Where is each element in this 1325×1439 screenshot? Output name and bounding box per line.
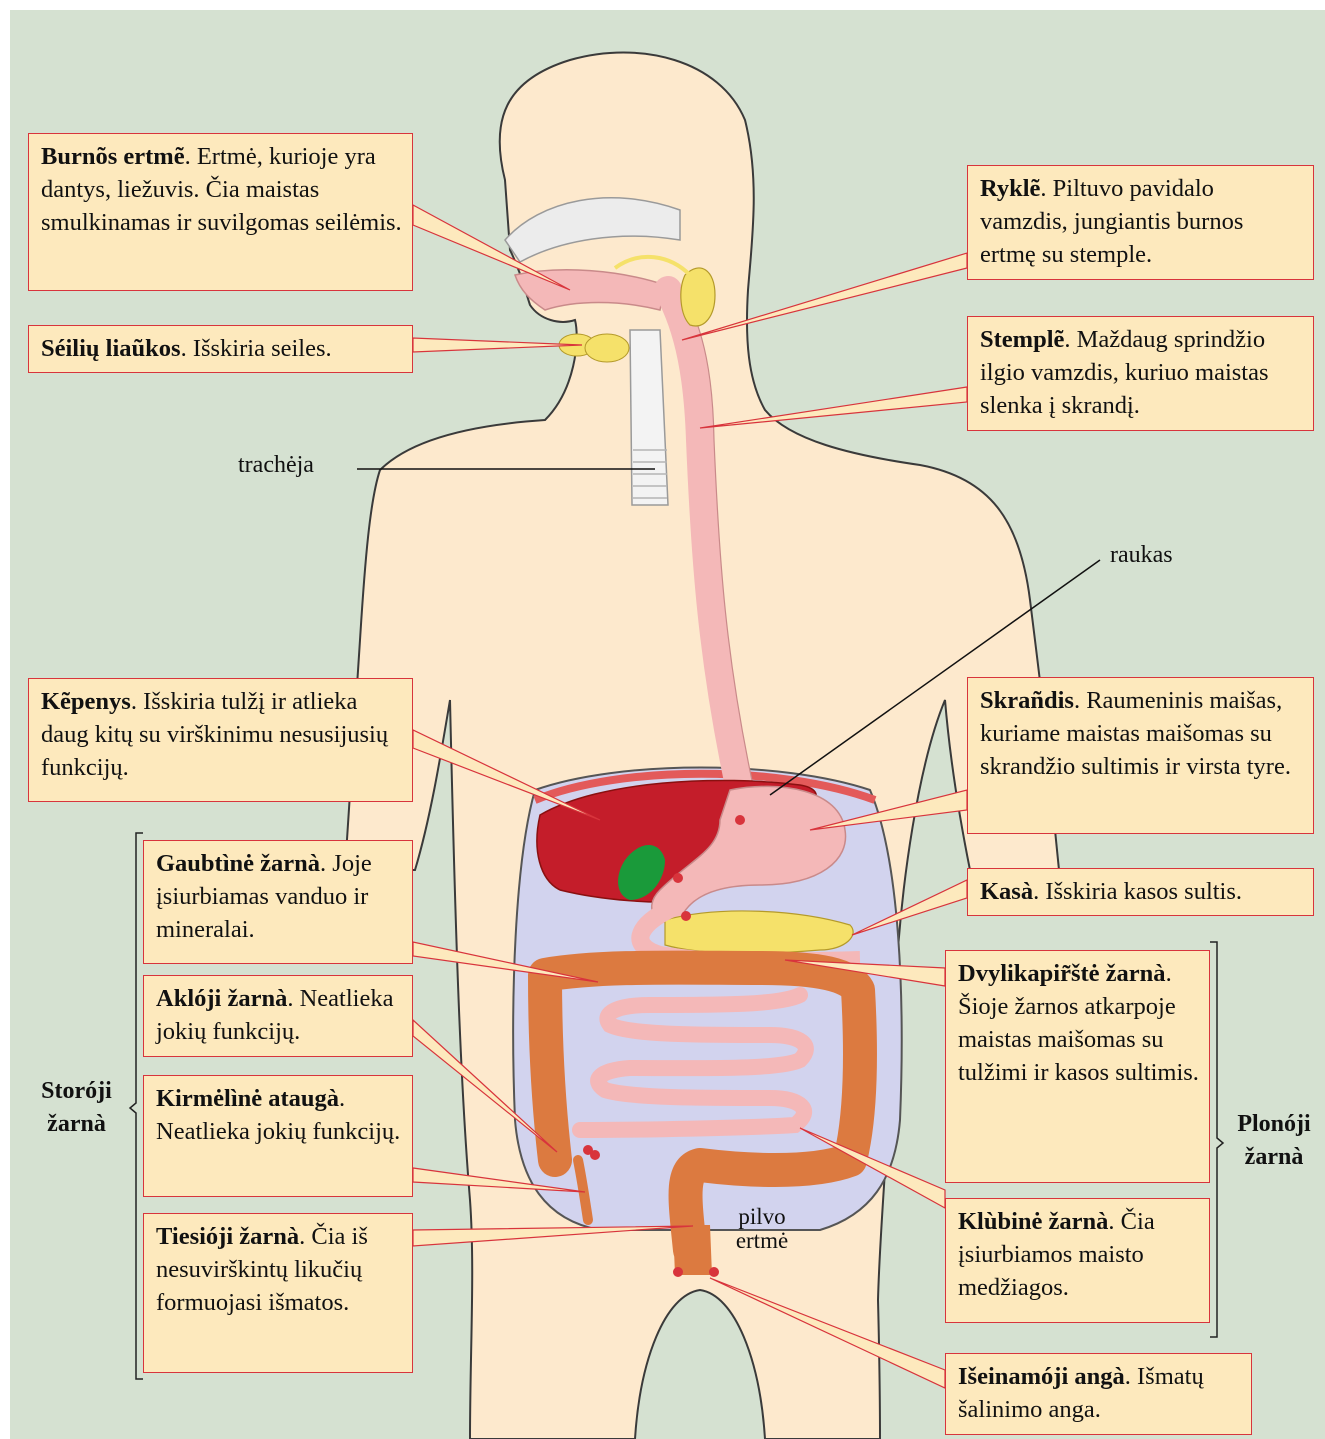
box-gaubtine-zarna: Gaubtìnė žarnà. Joje įsiurbiamas vanduo … xyxy=(143,840,413,964)
box-iseinamoji-anga: Išeinamóji angà. Išmatų šalinimo anga. xyxy=(945,1353,1252,1435)
term-kirmeline-atauga: Kirmėlìnė ataugà xyxy=(156,1085,339,1112)
term-skrandis: Skrañdis xyxy=(980,687,1074,714)
term-stemple: Stemplẽ xyxy=(980,326,1064,353)
box-kasa: Kasà. Išskiria kasos sultis. xyxy=(967,868,1314,916)
box-stemple: Stemplẽ. Maždaug sprindžio ilgio vamzdis… xyxy=(967,316,1314,431)
term-kasa: Kasà xyxy=(980,878,1033,905)
term-rykle: Ryklẽ xyxy=(980,175,1040,202)
term-iseinamoji-anga: Išeinamóji angà xyxy=(958,1363,1125,1390)
label-tracheja: trachėja xyxy=(238,451,314,479)
small-intestine-bracket xyxy=(1210,942,1223,1337)
box-dvylikapirste-zarna: Dvylikapir̃štė žarnà. Šioje žarnos atkar… xyxy=(945,950,1210,1183)
box-kepenys: Kẽpenys. Išskiria tulžį ir atlieka daug … xyxy=(28,678,413,802)
desc-kasa: . Išskiria kasos sultis. xyxy=(1033,878,1242,905)
salivary-gland-2 xyxy=(585,334,629,362)
box-seiliu-liaukos: Séilių liaũkos. Išskiria seiles. xyxy=(28,325,413,373)
term-akloji-zarna: Aklóji žarnà xyxy=(156,985,287,1012)
group-storoji-zarna: Storóji žarnà xyxy=(24,1075,129,1141)
box-klubine-zarna: Klùbinė žarnà. Čia įsiurbiamos maisto me… xyxy=(945,1198,1210,1323)
label-raukas: raukas xyxy=(1110,541,1173,569)
box-tiesioji-zarna: Tiesióji žarnà. Čia iš nesuvirškintų lik… xyxy=(143,1213,413,1373)
box-kirmeline-atauga: Kirmėlìnė ataugà. Neatlieka jokių funkci… xyxy=(143,1075,413,1197)
box-akloji-zarna: Aklóji žarnà. Neatlieka jokių funkcijų. xyxy=(143,975,413,1057)
large-intestine-bracket xyxy=(130,833,143,1379)
term-seiliu-liaukos: Séilių liaũkos xyxy=(41,335,181,362)
term-tiesioji-zarna: Tiesióji žarnà xyxy=(156,1223,299,1250)
term-gaubtine-zarna: Gaubtìnė žarnà xyxy=(156,850,320,877)
term-burnos-ertme: Burnõs ertmẽ xyxy=(41,143,185,170)
term-kepenys: Kẽpenys xyxy=(41,688,131,715)
desc-seiliu-liaukos: . Išskiria seiles. xyxy=(181,335,332,362)
box-rykle: Ryklẽ. Piltuvo pavidalo vamzdis, jungian… xyxy=(967,165,1314,280)
term-dvylikapirste-zarna: Dvylikapir̃štė žarnà xyxy=(958,960,1166,987)
parotid-gland xyxy=(681,268,715,326)
box-burnos-ertme: Burnõs ertmẽ. Ertmė, kurioje yra dantys,… xyxy=(28,133,413,291)
box-skrandis: Skrañdis. Raumeninis maišas, kuriame mai… xyxy=(967,677,1314,834)
label-pilvo-ertme: pilvo ertmė xyxy=(722,1205,802,1253)
group-plonoji-zarna: Plonóji žarnà xyxy=(1224,1108,1324,1174)
term-klubine-zarna: Klùbinė žarnà xyxy=(958,1208,1108,1235)
